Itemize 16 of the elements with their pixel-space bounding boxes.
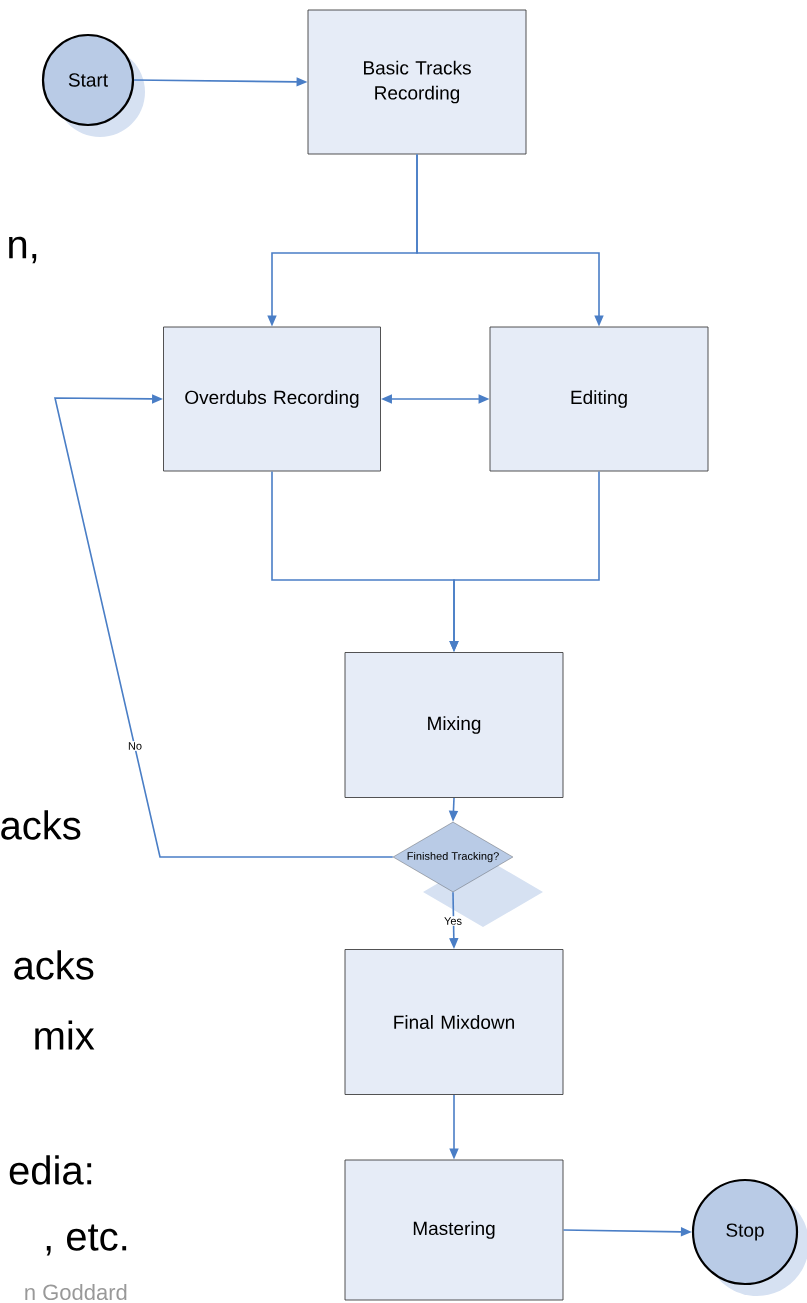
process-box: Basic Tracks Recording bbox=[307, 9, 527, 155]
edge-label: Yes bbox=[443, 916, 463, 926]
edge-label: No bbox=[126, 741, 144, 751]
process-box: Editing bbox=[489, 326, 709, 472]
cropped-text: n, bbox=[9, 236, 37, 264]
cropped-text: acks bbox=[14, 950, 94, 980]
process-box: Overdubs Recording bbox=[163, 326, 381, 472]
process-box: Final Mixdown bbox=[344, 949, 564, 1095]
cropped-text: edia: bbox=[9, 1155, 92, 1185]
cropped-text: , etc. bbox=[46, 1224, 127, 1256]
process-box: Mixing bbox=[344, 652, 564, 798]
arrow bbox=[54, 394, 394, 858]
cropped-text: acks bbox=[1, 810, 81, 840]
cropped-text: mix bbox=[35, 1020, 95, 1050]
process-box: Mastering bbox=[344, 1159, 564, 1301]
cropped-text: n Goddard bbox=[25, 1283, 127, 1301]
